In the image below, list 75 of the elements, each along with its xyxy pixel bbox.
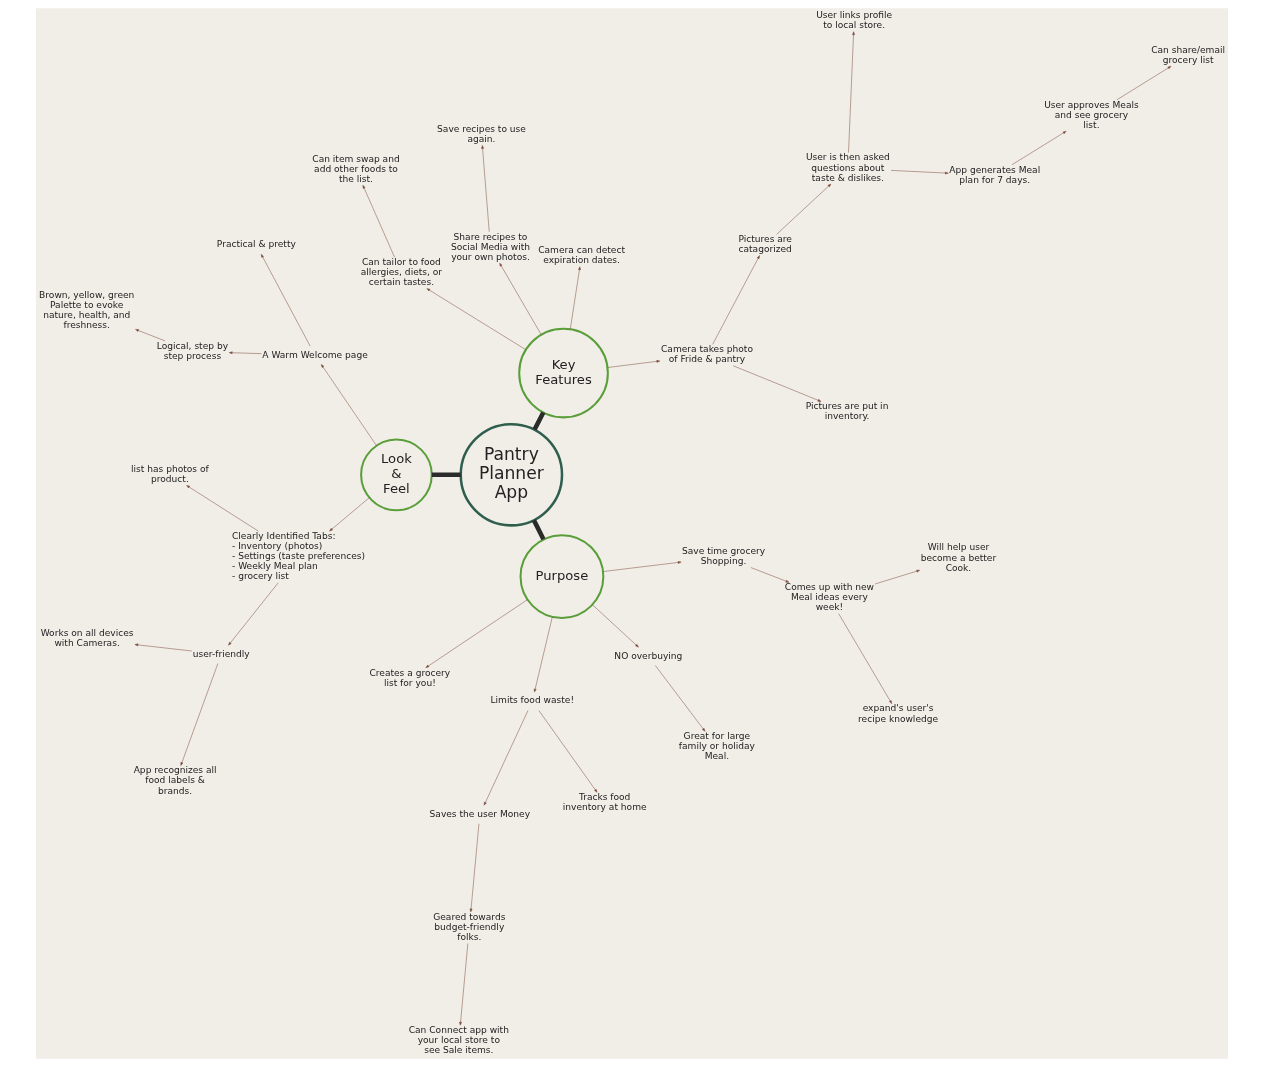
node-text: Creates a grocery list for you! (369, 667, 451, 688)
node-text: user-friendly (192, 648, 250, 659)
arrow (186, 485, 259, 532)
node-text: NO overbuying (614, 650, 683, 661)
node-text: A Warm Welcome page (262, 349, 368, 360)
node-text: Save time grocery Shopping. (681, 546, 766, 567)
node-text: Saves the user Money (429, 808, 531, 819)
node-text: list has photos of product. (131, 463, 209, 485)
node-text: Camera takes photo of Fride & pantry (661, 344, 753, 365)
arrow (135, 329, 166, 342)
node-text: Camera can detect expiration dates. (538, 245, 625, 266)
connector (431, 472, 461, 478)
arrow (1116, 66, 1172, 101)
arrow (1011, 130, 1067, 165)
arrow (750, 567, 790, 583)
arrow (329, 497, 370, 532)
connector (531, 519, 546, 541)
arrow (180, 663, 219, 766)
node-text: Will help user become a better Cook. (920, 542, 997, 573)
arrow (570, 266, 581, 330)
arrow (469, 823, 480, 913)
node-text: Logical, step by step process (156, 340, 229, 361)
node-text: Can item swap and add other foods to the list. (312, 153, 400, 184)
node-text: Can Connect app with your local store to see Sale items. (408, 1025, 509, 1056)
node-text: Share recipes to Social Media with your own photos. (450, 231, 531, 262)
arrow (848, 31, 855, 153)
node-text: Pictures are catagorized (738, 234, 792, 255)
node-circle: Look & Feel (360, 438, 433, 512)
arrow (732, 365, 822, 402)
node-text: Can tailor to food allergies, diets, or certain tastes. (360, 256, 443, 288)
arrow (874, 569, 920, 585)
arrow (890, 170, 949, 175)
arrow (776, 183, 832, 235)
arrow (228, 582, 279, 646)
arrow (321, 364, 377, 446)
node-text: App generates Meal plan for 7 days. (949, 164, 1041, 185)
arrow (426, 288, 526, 350)
arrow (260, 253, 311, 347)
arrow (228, 351, 262, 355)
node-text: Comes up with new Meal ideas every week! (784, 582, 875, 613)
arrow (592, 604, 639, 648)
arrow (533, 616, 553, 693)
node-text: User is then asked questions about taste & dislikes. (805, 152, 890, 183)
node-circle: Key Features (518, 327, 609, 419)
arrow (362, 185, 395, 258)
node-text: App recognizes all food labels & brands. (133, 765, 217, 796)
node-text: expand's user's recipe knowledge (858, 703, 939, 724)
arrow (602, 561, 682, 572)
arrow (712, 255, 760, 345)
node-text: Clearly Identified Tabs: - Inventory (photos) - Settings (taste preferences) - Weekly Meal plan - grocery list (231, 530, 366, 582)
node-text: Save recipes to use again. (437, 123, 526, 145)
node-text: Limits food waste! (490, 695, 575, 706)
arrow (655, 665, 706, 732)
connector (532, 411, 546, 431)
node-text: Practical & pretty (216, 239, 296, 250)
node-circle: Pantry Planner App (459, 422, 564, 527)
node-text: User approves Meals and see grocery list. (1044, 99, 1139, 130)
node-text: Can share/email grocery list (1151, 44, 1226, 65)
arrow (483, 710, 529, 806)
arrow (425, 599, 528, 668)
node-text: Pictures are put in inventory. (805, 401, 889, 422)
arrow (499, 262, 542, 335)
arrow (538, 710, 598, 793)
arrow (134, 643, 193, 652)
arrow (459, 943, 469, 1026)
node-text: Tracks food inventory at home (562, 792, 647, 813)
node-text: Geared towards budget-friendly folks. (433, 911, 506, 943)
node-text: User links profile to local store. (816, 10, 893, 31)
node-circle: Purpose (519, 534, 605, 619)
arrow (838, 613, 893, 704)
arrow (481, 145, 490, 233)
arrow (607, 360, 661, 368)
node-text: Great for large family or holiday Meal. (678, 731, 755, 762)
node-text: Brown, yellow, green Palette to evoke nature, health, and freshness. (39, 289, 135, 330)
node-text: Works on all devices with Cameras. (40, 628, 134, 649)
